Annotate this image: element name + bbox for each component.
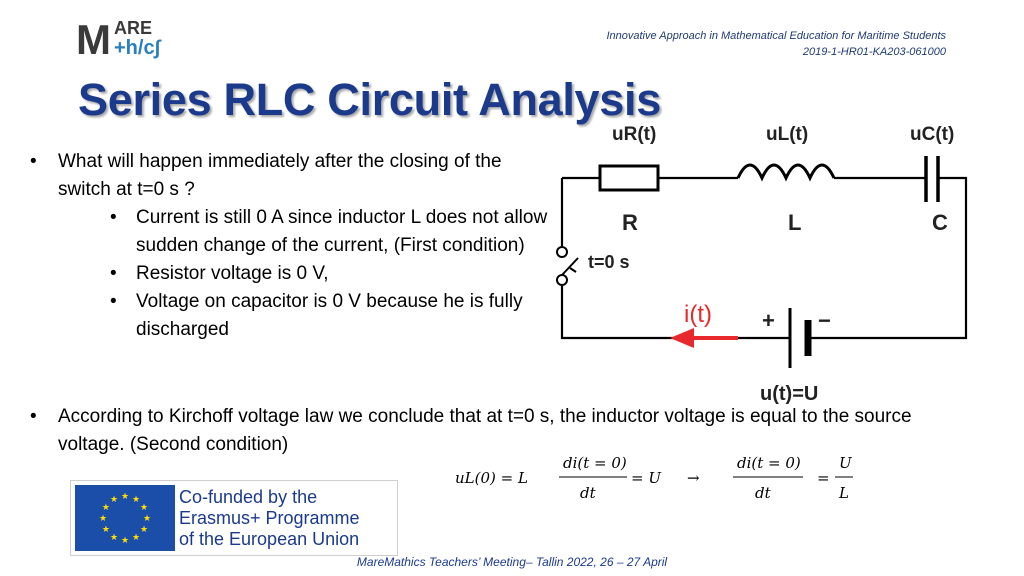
project-code: 2019-1-HR01-KA203-061000 xyxy=(802,46,946,58)
eu-star-icon: ★ xyxy=(121,536,129,546)
eu-star-icon: ★ xyxy=(140,525,148,535)
eq-frac2-den: dt xyxy=(755,484,772,502)
project-name: Innovative Approach in Mathematical Educ… xyxy=(606,30,946,42)
eu-line2: Erasmus+ Programme xyxy=(179,508,360,528)
label-uc: uC(t) xyxy=(910,124,954,145)
bullet-kirchoff: According to Kirchoff voltage law we con… xyxy=(30,403,958,459)
footer-meeting: MareMathics Teachers’ Meeting– Tallin 20… xyxy=(356,555,668,569)
bullet-capacitor-voltage: Voltage on capacitor is 0 V because he i… xyxy=(30,288,550,344)
eq-frac2-num: di(t = 0) xyxy=(737,454,801,472)
eu-star-icon: ★ xyxy=(140,503,148,513)
eu-text: Co-funded by the Erasmus+ Programme of t… xyxy=(179,487,394,550)
eu-star-icon: ★ xyxy=(99,514,107,524)
eu-star-icon: ★ xyxy=(143,514,151,524)
eq-arrow: → xyxy=(687,469,700,487)
current-arrow xyxy=(670,328,738,348)
bullet-resistor-voltage: Resistor voltage is 0 V, xyxy=(30,260,550,288)
eq-frac3-num: U xyxy=(839,454,853,472)
eu-line3: of the European Union xyxy=(179,529,360,549)
eq-equals-u: = U xyxy=(631,469,662,487)
eq-equals: = xyxy=(817,469,830,487)
label-ul: uL(t) xyxy=(766,124,808,145)
switch-symbol xyxy=(556,246,579,286)
eu-star-icon: ★ xyxy=(102,503,110,513)
logo-line1: ARE xyxy=(114,18,152,38)
label-switch: t=0 s xyxy=(588,252,630,272)
resistor-symbol xyxy=(598,164,660,192)
slide-title: Series RLC Circuit Analysis xyxy=(78,74,661,125)
project-header: Innovative Approach in Mathematical Educ… xyxy=(606,28,946,60)
eq-frac1-den: dt xyxy=(580,484,597,502)
eq-frac1-num: di(t = 0) xyxy=(563,454,627,472)
maremathics-logo: M ARE +h/c∫ xyxy=(76,16,162,60)
battery-symbol xyxy=(788,308,812,368)
label-l: L xyxy=(788,210,801,235)
eu-star-icon: ★ xyxy=(121,492,129,502)
rlc-circuit-diagram: uR(t) uL(t) uC(t) R L C t=0 s + − u(t)=U… xyxy=(556,124,968,405)
eu-star-icon: ★ xyxy=(110,495,118,505)
label-current: i(t) xyxy=(684,301,712,328)
logo-big-letter: M xyxy=(76,16,111,60)
eu-flag-icon: ★★★★★★★★★★★★ xyxy=(75,485,175,551)
logo-line2: +h/c∫ xyxy=(114,37,162,59)
label-ur: uR(t) xyxy=(612,124,656,145)
bullet-current: Current is still 0 A since inductor L do… xyxy=(30,204,550,260)
eu-line1: Co-funded by the xyxy=(179,487,318,507)
eu-star-icon: ★ xyxy=(110,533,118,543)
bullet-switch-question: What will happen immediately after the c… xyxy=(30,148,550,204)
eu-star-icon: ★ xyxy=(102,525,110,535)
bullet-list: What will happen immediately after the c… xyxy=(30,148,550,344)
eu-funding-banner: ★★★★★★★★★★★★ Co-funded by the Erasmus+ P… xyxy=(70,480,398,556)
eq-lhs: uL(0) = L xyxy=(455,469,528,487)
label-minus: − xyxy=(818,308,831,333)
label-source: u(t)=U xyxy=(760,383,818,405)
inductor-symbol xyxy=(736,163,836,182)
capacitor-symbol xyxy=(924,156,940,202)
eq-frac3-den: L xyxy=(838,484,849,502)
eu-star-icon: ★ xyxy=(132,495,140,505)
label-plus: + xyxy=(762,308,775,333)
label-c: C xyxy=(932,210,948,235)
circuit-wires xyxy=(560,176,968,340)
inductor-voltage-equation: uL(0) = L di(t = 0) dt = U → di(t = 0) d… xyxy=(455,454,853,502)
eu-star-icon: ★ xyxy=(132,533,140,543)
label-r: R xyxy=(622,210,638,235)
